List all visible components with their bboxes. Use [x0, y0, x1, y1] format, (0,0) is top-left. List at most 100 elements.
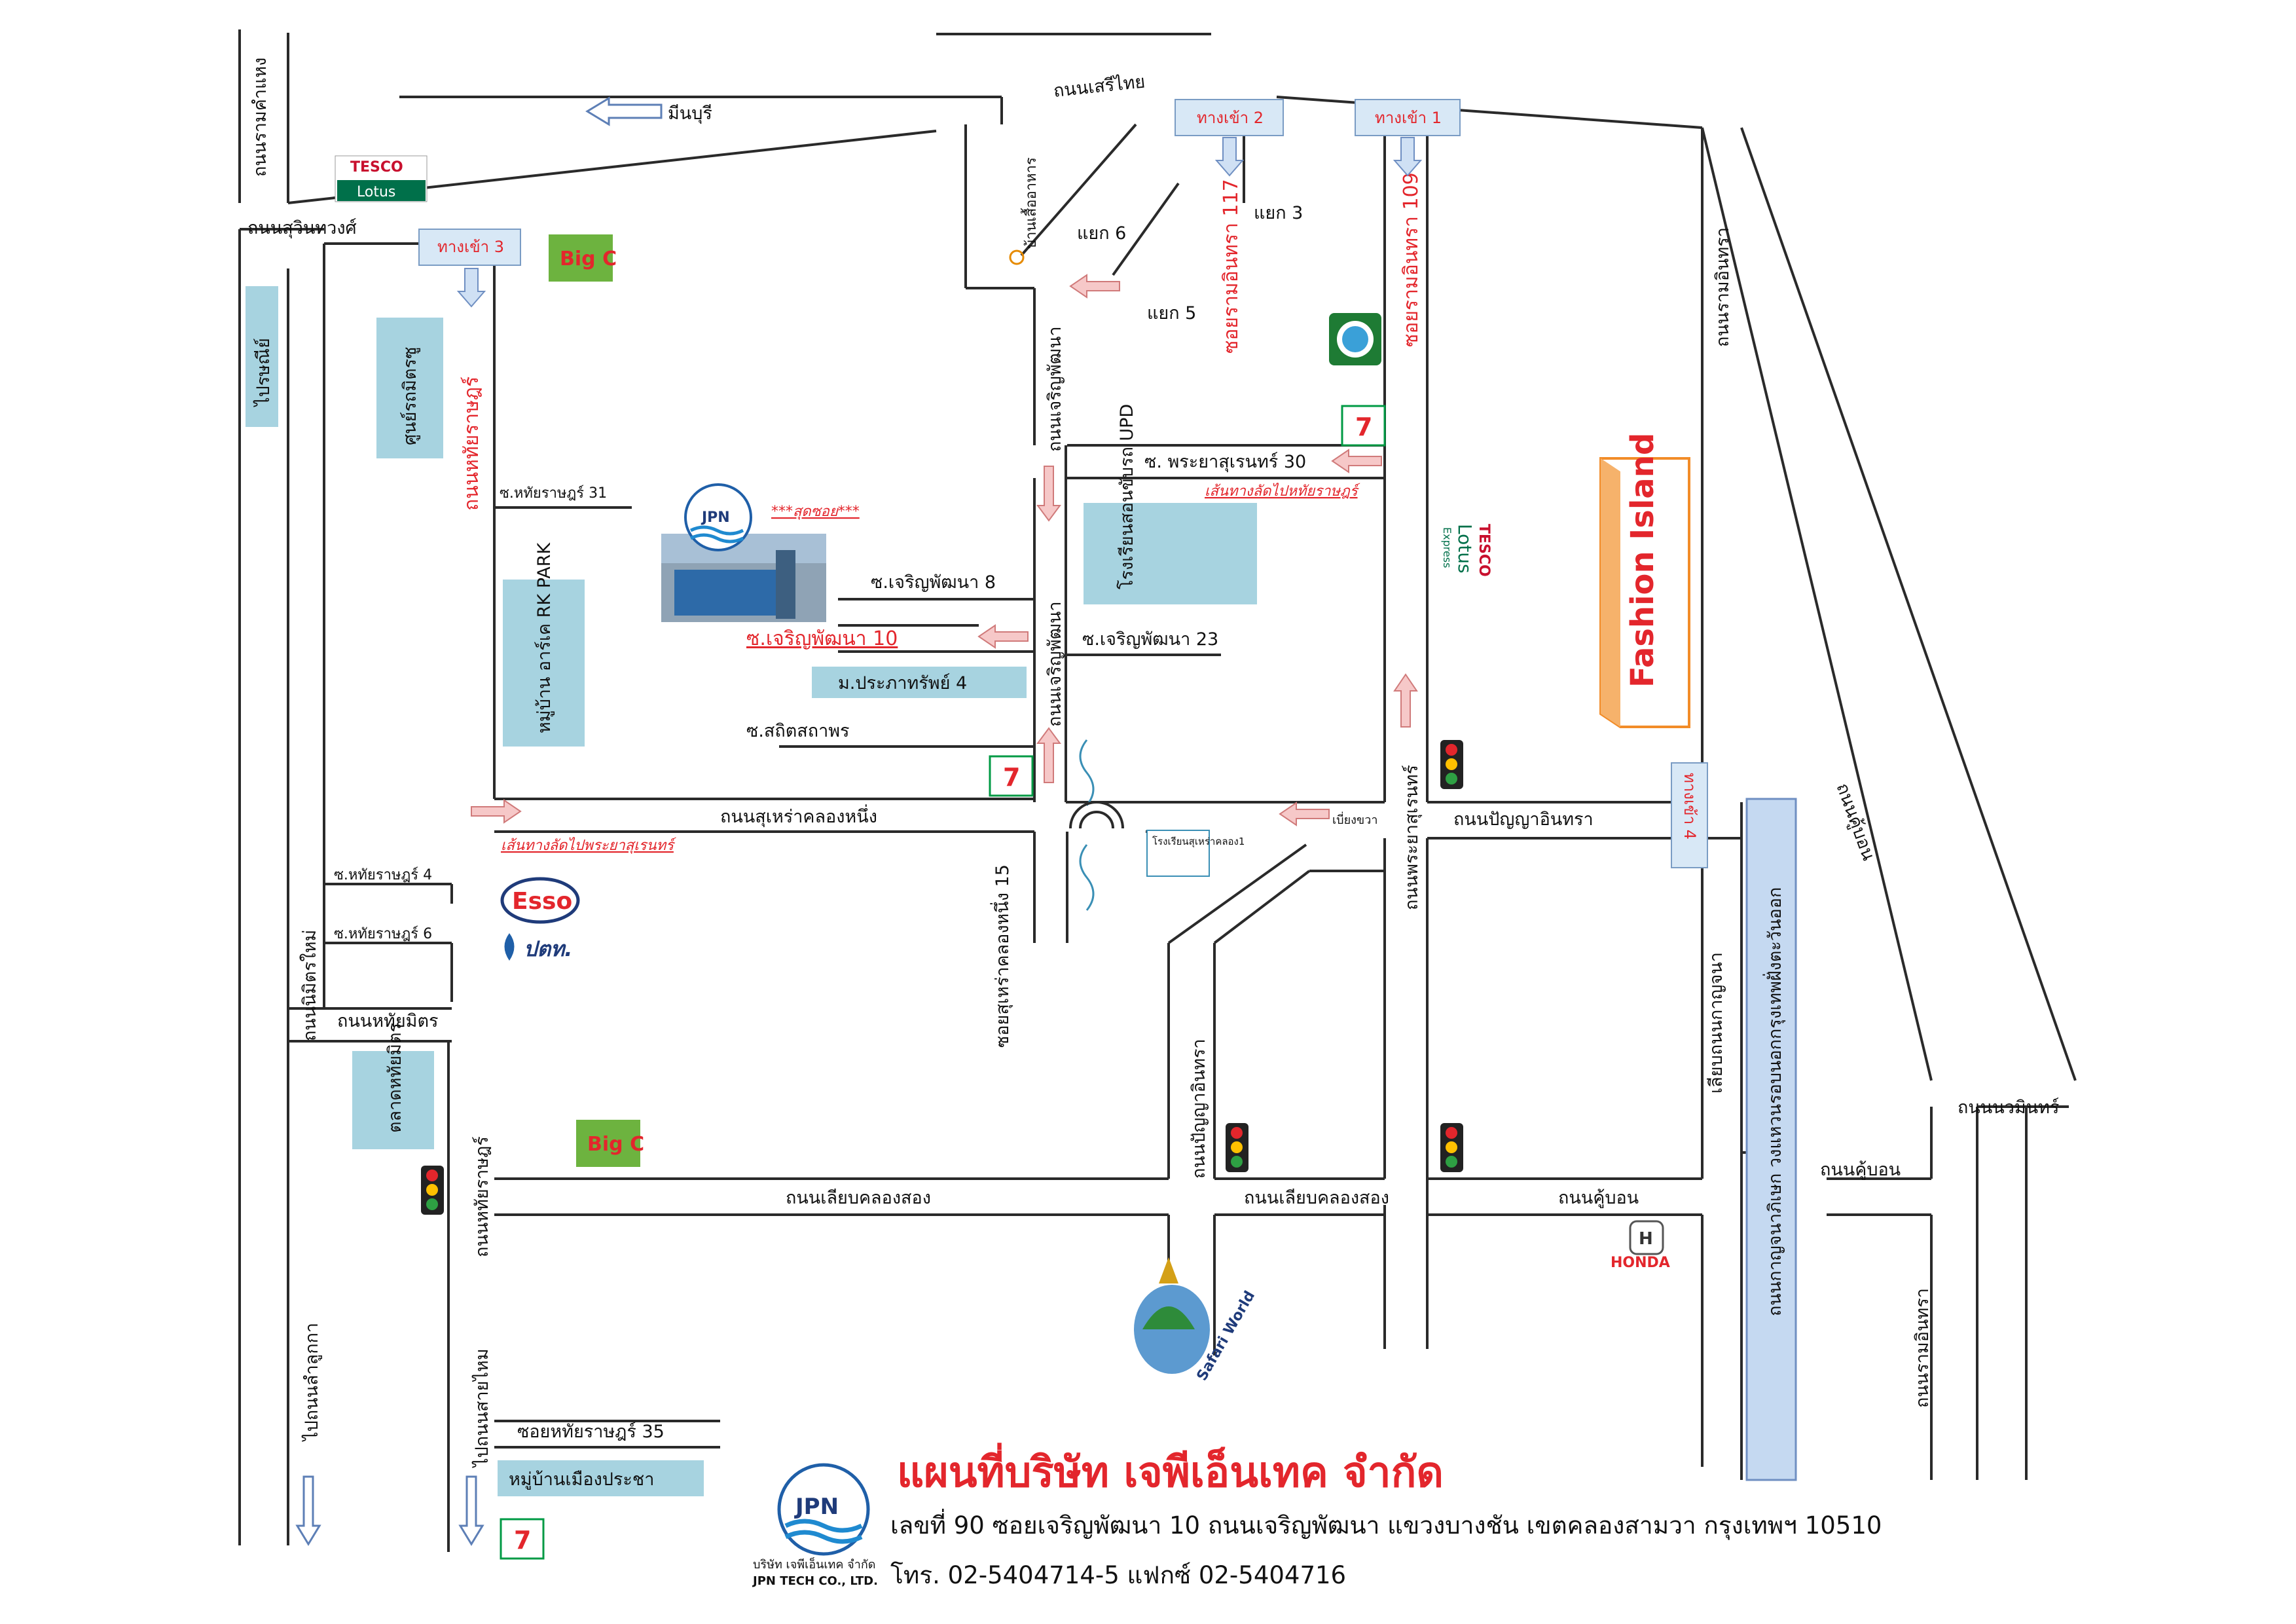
company-map-logo: JPN — [684, 483, 752, 551]
road-label-min-buri: มีนบุรี — [668, 103, 712, 124]
canal-and-roundabout — [1069, 739, 1124, 911]
road-label-sai-mai: ไปถนนสายไหม — [472, 1348, 492, 1468]
footer-logo: JPN บริษัท เจพีเอ็นเทค จำกัด JPN TECH CO… — [752, 1463, 878, 1588]
tesco-lotus-top: TESCO Lotus — [335, 155, 428, 202]
tesco-lotus-right: TESCO Lotus Express — [1441, 524, 1492, 577]
company-map-logo-text: JPN — [701, 509, 730, 526]
gate-1-label: ทางเข้า 1 — [1375, 109, 1442, 127]
soi-label-hathai-35: ซอยหทัยราษฎร์ 35 — [517, 1421, 665, 1442]
road-label-nimit-mai: ถนนนิมิตรใหม่ — [299, 930, 320, 1041]
road-label-suwinthawong: ถนนสุวินทวงศ์ — [247, 217, 357, 239]
phraya30-arrow-icon — [1331, 449, 1382, 473]
svg-text:H: H — [1639, 1229, 1653, 1249]
seven-top-label: 7 — [1355, 413, 1372, 441]
min-buri-arrow-icon — [585, 96, 663, 126]
seven-eleven-top: 7 — [1341, 405, 1386, 447]
road-label-suea-khlong-nueng: ถนนสุเหร่าคลองหนึ่ง — [720, 804, 877, 828]
soi-label-charoen-23: ซ.เจริญพัฒนา 23 — [1082, 629, 1218, 650]
map-title: แผนที่บริษัท เจพีเอ็นเทค จำกัด — [897, 1443, 1444, 1497]
seven-eleven-mid: 7 — [989, 755, 1034, 797]
lotus-right-label: Lotus — [1454, 524, 1476, 574]
road-label-liap-kanchana: เลียบถนนกาญจนา — [1706, 952, 1726, 1094]
place-boxes: ไปรษณีย์ ศูนย์รถมิตรซู หมู่บ้าน อาร์เค R… — [246, 286, 1257, 1496]
lotus-top-label: Lotus — [357, 184, 395, 200]
tesco-top-label: TESCO — [350, 159, 403, 175]
gate-2: ทางเข้า 2 — [1175, 99, 1284, 177]
bigc-top-label: Big C — [560, 248, 617, 270]
bigc-top-logo: Big C — [549, 234, 617, 282]
honda-label: HONDA — [1611, 1255, 1670, 1271]
road-label-nawamin: ถนนนวมินทร์ — [1958, 1097, 2059, 1118]
road-label-hathai-mit: ถนนหทัยมิตร — [337, 1011, 439, 1031]
road-label-lam-luk-ka: ไปถนนลำลูกกา — [302, 1323, 322, 1442]
gate-3-label: ทางเข้า 3 — [437, 238, 504, 256]
gate-4-label: ทางเข้า 4 — [1681, 773, 1699, 840]
road-label-ram-inthra-right: ถนนรามอินทรา — [1713, 227, 1733, 347]
soi10-arrow-icon — [977, 624, 1029, 649]
traffic-light-icon-3 — [1440, 1123, 1463, 1172]
road-label-khu-bon: ถนนคู้บอน — [1558, 1188, 1639, 1208]
company-photo — [661, 534, 826, 622]
road-label-hathairat-left: ถนนหทัยราษฎร์ — [460, 377, 483, 511]
gate-1: ทางเข้า 1 — [1355, 99, 1461, 177]
direction-arrows — [295, 96, 1418, 1546]
food-shop-marker — [1009, 249, 1025, 265]
school-suea-label: โรงเรียนสุเหร่าคลอง1 — [1152, 836, 1245, 848]
sai-mai-arrow-icon — [458, 1475, 484, 1546]
cert-center-label: ศูนย์รถมิตรซู — [399, 347, 420, 445]
road-label-soi-ram-117: ซอยรามอินทรา 117 — [1220, 179, 1243, 354]
suea-right-arrow-icon — [471, 799, 522, 824]
soi-label-phraya-30: ซ. พระยาสุเรนทร์ 30 — [1144, 451, 1306, 473]
shortcut-to-hathai-label: เส้นทางลัดไปหทัยราษฎร์ — [1205, 483, 1361, 500]
lotus-express-label: Express — [1441, 527, 1453, 568]
tesco-right-label: TESCO — [1476, 524, 1492, 577]
gate-2-arrow-icon — [1214, 137, 1245, 177]
charoen-down-arrow-icon — [1036, 466, 1061, 522]
kanchana-ring-road: ถนนกาญจนาภิเษก วงแหวนรอบนอกกรุงเทพฝั่งตะ… — [1745, 798, 1797, 1481]
road-label-soi-ram-109: ซอยรามอินทรา 109 — [1400, 172, 1423, 347]
road-label-charoen-phatthana-mid: ถนนเจริญพัฒนา — [1045, 601, 1065, 727]
bigc-lower-label: Big C — [587, 1133, 644, 1156]
esso-label: Esso — [512, 888, 572, 915]
gate-3-arrow-icon — [456, 268, 486, 308]
gate-4: ทางเข้า 4 — [1671, 762, 1708, 868]
fashion-island-logo: Fashion Island — [1599, 433, 1690, 728]
dead-end-label: ***สุดซอย*** — [771, 504, 860, 520]
prapha-village-label: ม.ประภาทรัพย์ 4 — [838, 673, 967, 693]
traffic-light-icon-4 — [421, 1166, 444, 1215]
footer-logo-text: JPN — [794, 1494, 839, 1520]
food-shop-label: บ้านเสื้ออาหาร — [1021, 157, 1040, 249]
gate-3: ทางเข้า 3 — [418, 229, 521, 308]
seven-eleven-bottom: 7 — [500, 1518, 545, 1560]
soi-label-hathai-31: ซ.หทัยราษฎร์ 31 — [500, 485, 607, 502]
charoen-up-arrow-icon — [1036, 727, 1061, 783]
esso-logo: Esso — [500, 877, 580, 924]
lam-luk-ka-arrow-icon — [295, 1475, 321, 1546]
gate-1-arrow-icon — [1393, 137, 1423, 177]
kanchana-ring-label: ถนนกาญจนาภิเษก วงแหวนรอบนอกกรุงเทพฝั่งตะ… — [1762, 887, 1786, 1316]
safari-world-logo: Safari World — [1134, 1257, 1258, 1384]
road-label-panya-inthra-vertical: ถนนปัญญาอินทรา — [1189, 1039, 1209, 1179]
turn-right-arrow-icon — [1279, 802, 1330, 826]
road-label-ram-inthra-lower: ถนนรามอินทรา — [1912, 1288, 1933, 1408]
road-network — [238, 29, 2077, 1552]
soi-label-sathit: ซ.สถิตสถาพร — [746, 721, 850, 741]
road-label-phraya-suren: ถนนพระยาสุเรนทร์ — [1401, 765, 1423, 910]
soi-label-hathai-4: ซ.หทัยราษฎร์ 4 — [334, 867, 432, 883]
fashion-island-label: Fashion Island — [1624, 433, 1661, 688]
driving-school-label: โรงเรียนสอนขับรถ UPD — [1117, 404, 1137, 589]
ptt-label: ปตท. — [524, 936, 572, 961]
soi-label-yaek-3: แยก 3 — [1254, 203, 1303, 223]
soi-label-charoen-8: ซ.เจริญพัฒนา 8 — [871, 572, 996, 593]
yaek5-arrow-icon — [1069, 274, 1120, 299]
muang-pracha-label: หมู่บ้านเมืองประชา — [509, 1469, 654, 1490]
phraya-up-arrow-icon — [1393, 673, 1418, 728]
post-office-label: ไปรษณีย์ — [253, 338, 274, 407]
turn-right-label: เบี่ยงขวา — [1332, 811, 1377, 827]
road-label-liap-khlong-song-left: ถนนเลียบคลองสอง — [786, 1188, 931, 1208]
road-label-panya-inthra: ถนนปัญญาอินทรา — [1453, 809, 1594, 830]
address-text: เลขที่ 90 ซอยเจริญพัฒนา 10 ถนนเจริญพัฒนา… — [890, 1508, 1882, 1540]
road-label-khu-bon-east: ถนนคู้บอน — [1820, 1160, 1901, 1180]
traffic-light-icon-2 — [1226, 1123, 1248, 1172]
